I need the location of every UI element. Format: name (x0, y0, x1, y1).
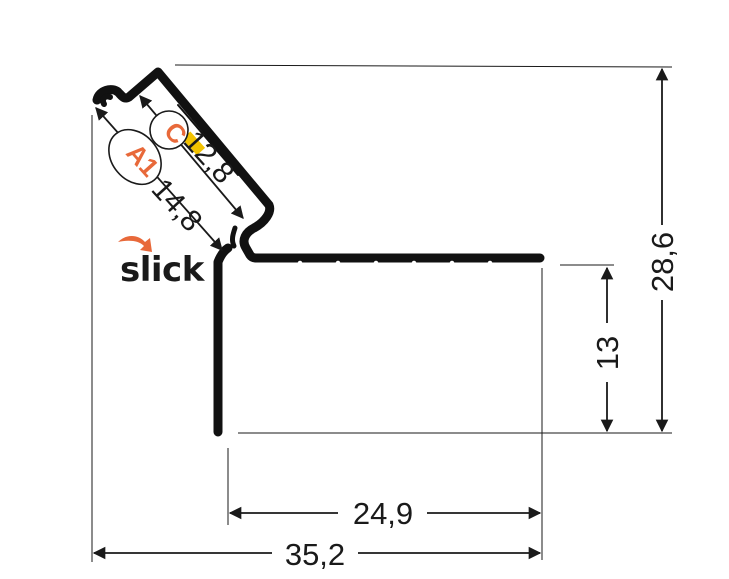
dim-total-width: 35,2 (92, 537, 542, 572)
badge-a1-outline (108, 128, 162, 186)
dim-total-height: 28,6 (645, 67, 680, 433)
slick-logo: slick (118, 236, 206, 290)
floor-notches (297, 260, 493, 266)
extension-line-top (174, 64, 673, 68)
badge-a1: A1 (108, 128, 165, 186)
logo-accent-swoosh (118, 236, 152, 252)
dim-total-height-label: 28,6 (645, 232, 680, 292)
logo-text: slick (120, 250, 206, 290)
dim-total-width-label: 35,2 (285, 537, 345, 572)
hook-tip (99, 93, 113, 107)
extension-lines (91, 64, 673, 562)
dim-side-height-label: 13 (590, 336, 625, 370)
dim-side-height: 13 (590, 266, 625, 433)
dim-inner-width-label: 24,9 (353, 496, 413, 531)
vertical-leg (213, 243, 233, 437)
angled-wing (92, 67, 545, 263)
inner-lip (229, 225, 238, 249)
badge-c-outline (149, 110, 189, 150)
dim-inner-width: 24,9 (228, 496, 542, 531)
dim-a1-label: 14,8 (145, 173, 209, 238)
